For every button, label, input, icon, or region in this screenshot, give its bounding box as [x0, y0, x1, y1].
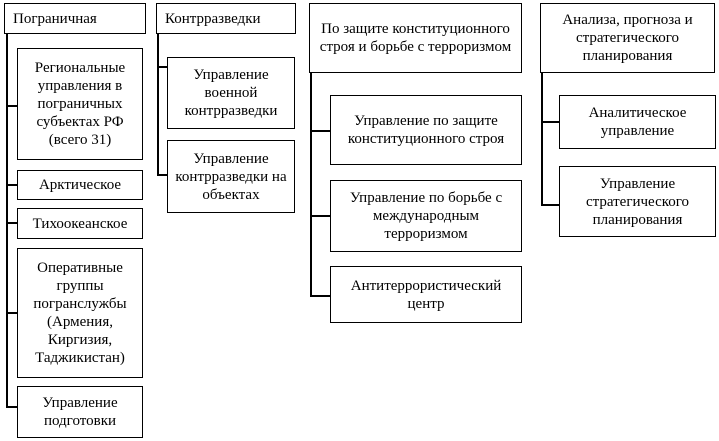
- header-pogranichnaya: Пограничная: [4, 3, 146, 34]
- connector-col1-trunk: [6, 33, 8, 407]
- header-analiza-prognoza-label: Анализа, прогноза и стратегического план…: [562, 12, 693, 64]
- connector-col4-trunk: [541, 72, 543, 205]
- connector-col4-branch-2: [541, 204, 560, 206]
- item-regionalnye-upravleniya: Региональные управления в пограничных су…: [17, 48, 143, 160]
- item-operativnye-gruppy: Оперативные группы погранслужбы (Армения…: [17, 248, 143, 378]
- header-kontrrazvedki-label: Контрразведки: [165, 10, 261, 27]
- connector-col1-branch-2: [6, 184, 19, 186]
- item-antiterroristicheskiy-tsentr: Антитеррористический центр: [330, 266, 522, 323]
- item-regionalnye-upravleniya-label: Региональные управления в пограничных су…: [34, 60, 126, 148]
- connector-col2-branch-1: [157, 66, 169, 68]
- item-upravlenie-po-zashchite: Управление по защите конституционного ст…: [330, 95, 522, 165]
- item-upravlenie-podgotovki: Управление подготовки: [17, 386, 143, 438]
- connector-col1-branch-4: [6, 312, 19, 314]
- connector-col3-branch-2: [310, 215, 331, 217]
- connector-col4-branch-1: [541, 121, 560, 123]
- item-kontrrazvedki-na-obektakh: Управление контрразведки на объектах: [167, 140, 295, 213]
- item-antiterroristicheskiy-tsentr-label: Антитеррористический центр: [350, 277, 502, 312]
- connector-col3-branch-1: [310, 130, 331, 132]
- item-upravlenie-po-borbe-s-terrorizmom-label: Управление по борьбе с международным тер…: [349, 190, 503, 242]
- header-zashchita-konstitutsionnogo-stroya-label: По защите конституционного строя и борьб…: [319, 21, 512, 55]
- item-upravlenie-strategicheskogo-planirovaniya: Управление стратегического планирования: [559, 166, 716, 237]
- connector-col2-trunk: [157, 33, 159, 175]
- item-upravlenie-podgotovki-label: Управление подготовки: [42, 395, 118, 429]
- connector-col3-trunk: [310, 72, 312, 296]
- item-analiticheskoe-upravlenie-label: Аналитическое управление: [588, 105, 687, 139]
- item-upravlenie-strategicheskogo-planirovaniya-label: Управление стратегического планирования: [585, 175, 690, 228]
- item-upravlenie-po-borbe-s-terrorizmom: Управление по борьбе с международным тер…: [330, 180, 522, 252]
- item-tikhookeanskoe-label: Тихоокеанское: [32, 215, 128, 232]
- header-kontrrazvedki: Контрразведки: [156, 3, 296, 34]
- connector-col2-branch-2: [157, 174, 169, 176]
- item-tikhookeanskoe: Тихоокеанское: [17, 208, 143, 239]
- connector-col1-branch-5: [6, 406, 19, 408]
- header-pogranichnaya-label: Пограничная: [13, 10, 97, 27]
- item-voennoy-kontrrazvedki: Управление военной контрразведки: [167, 57, 295, 129]
- item-upravlenie-po-zashchite-label: Управление по защите конституционного ст…: [347, 113, 505, 147]
- item-analiticheskoe-upravlenie: Аналитическое управление: [559, 95, 716, 149]
- connector-col1-branch-3: [6, 222, 19, 224]
- header-analiza-prognoza: Анализа, прогноза и стратегического план…: [540, 3, 715, 73]
- item-voennoy-kontrrazvedki-label: Управление военной контрразведки: [184, 67, 278, 119]
- connector-col1-branch-1: [6, 105, 19, 107]
- item-arkticheskoe: Арктическое: [17, 170, 143, 200]
- item-operativnye-gruppy-label: Оперативные группы погранслужбы (Армения…: [33, 260, 127, 366]
- connector-col3-branch-3: [310, 295, 331, 297]
- item-arkticheskoe-label: Арктическое: [38, 177, 122, 193]
- header-zashchita-konstitutsionnogo-stroya: По защите конституционного строя и борьб…: [309, 3, 522, 73]
- item-kontrrazvedki-na-obektakh-label: Управление контрразведки на объектах: [175, 150, 287, 203]
